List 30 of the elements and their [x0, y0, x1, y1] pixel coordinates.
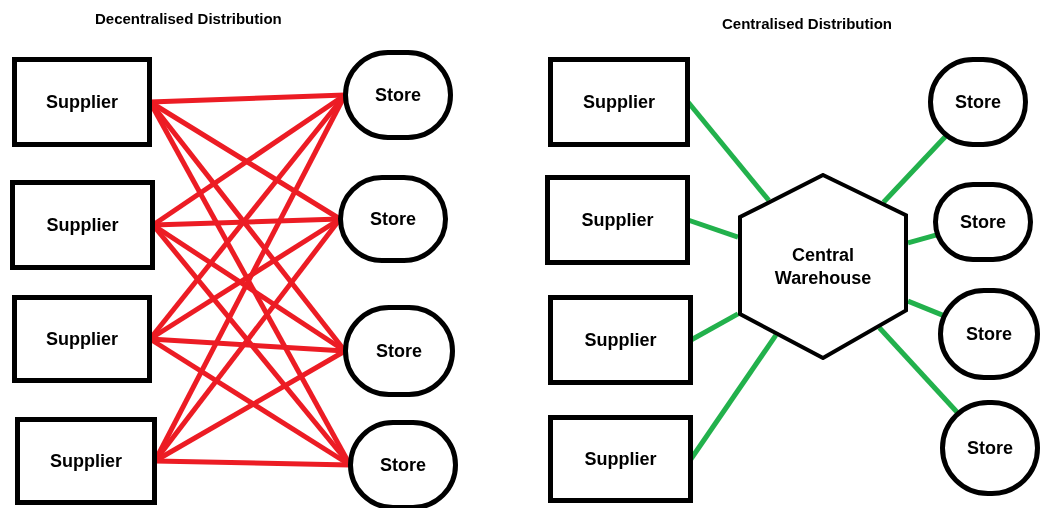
diagram-heading: Decentralised Distribution [95, 9, 282, 29]
node-label: Central Warehouse [773, 244, 873, 289]
node-label: Supplier [584, 328, 657, 352]
supplier-box [548, 295, 693, 385]
node-label: Supplier [46, 213, 119, 237]
supplier-box [10, 180, 155, 270]
node-label: Supplier [46, 327, 118, 351]
node-label: Store [966, 322, 1012, 346]
node-label: Store [967, 436, 1013, 460]
node-label: Supplier [581, 208, 654, 232]
node-label: Store [375, 83, 421, 107]
node-label: Supplier [50, 449, 122, 473]
warehouse-hexagon [738, 173, 908, 360]
node-label: Store [380, 453, 426, 477]
supplier-box [548, 57, 690, 147]
node-label: Supplier [583, 90, 655, 114]
node-label: Supplier [584, 447, 657, 471]
node-label: Store [955, 90, 1001, 114]
supplier-box [12, 295, 152, 383]
connector-line [881, 134, 948, 204]
node-label: Store [960, 210, 1006, 234]
supplier-box [15, 417, 157, 505]
supplier-box [12, 57, 152, 147]
supplier-box [545, 175, 690, 265]
node-label: Store [370, 207, 416, 231]
supplier-box [548, 415, 693, 503]
connector-line [877, 326, 959, 414]
node-label: Store [376, 339, 422, 363]
node-label: Supplier [46, 90, 118, 114]
diagram-heading: Centralised Distribution [722, 14, 893, 34]
